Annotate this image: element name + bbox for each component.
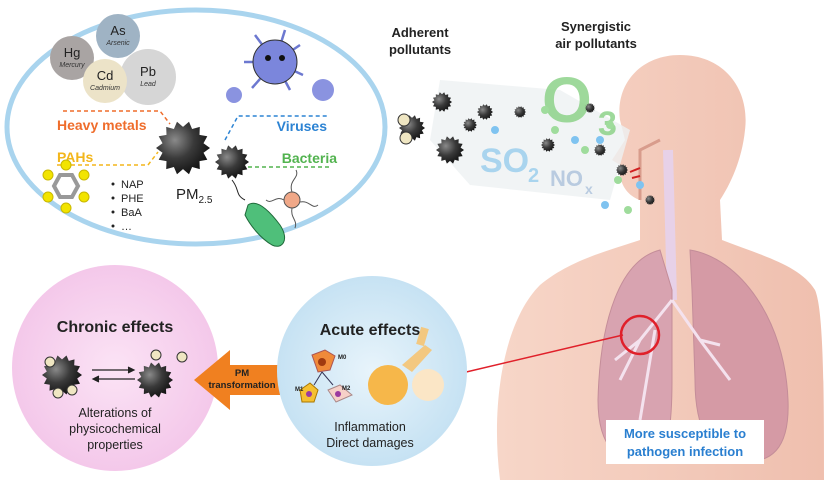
bacteria-label: Bacteria (282, 150, 337, 166)
bacteria-icon (231, 169, 319, 247)
alveoli-icon (368, 326, 444, 405)
chronic-desc-1: Alterations of (79, 406, 152, 420)
gas-molecule (614, 176, 622, 184)
gas-molecule (596, 136, 604, 144)
pm-transformation-arrow (194, 350, 280, 410)
gas-molecule (491, 126, 499, 134)
pahs-leader (57, 151, 159, 166)
heavy-metals-leader (63, 110, 171, 125)
gas-molecule (541, 106, 549, 114)
nox-label: NO (550, 166, 583, 191)
so2-label: SO (480, 142, 529, 180)
airborne-particle (645, 195, 655, 205)
info-box (606, 420, 764, 464)
pm-particle-small-icon (215, 145, 249, 179)
chronic-effects-circle (12, 265, 218, 471)
airborne-particle (477, 104, 493, 120)
pm-particle-small (215, 145, 249, 179)
metal-symbol: Pb (140, 64, 156, 79)
metal-symbol: Hg (64, 45, 81, 60)
o3-label: O (542, 64, 592, 136)
acute-effects-circle (277, 276, 467, 466)
gas-molecule (571, 136, 579, 144)
airborne-particle (436, 136, 464, 164)
airborne-particle (594, 144, 606, 156)
viruses-label: Viruses (277, 118, 328, 134)
chronic-title: Chronic effects (57, 319, 174, 336)
gas-molecule (606, 121, 614, 129)
gas-molecule (581, 146, 589, 154)
metal-name: Mercury (59, 62, 85, 69)
nox-subscript: x (585, 181, 593, 197)
airborne-particle (541, 138, 555, 152)
nose-mouth-icon (629, 167, 641, 179)
acute-title: Acute effects (320, 322, 421, 339)
m2-label: M2 (342, 386, 351, 392)
connector-line (461, 334, 624, 374)
susceptible-line-1: More susceptible to (624, 426, 746, 441)
viruses-leader (224, 115, 327, 141)
pah-molecule-icon (42, 159, 90, 214)
m1-label: M1 (295, 387, 304, 393)
macrophage-icons: M0 M1 M2 (295, 349, 353, 403)
pah-item: BaA (121, 207, 142, 219)
pm-label: PM2.5 (176, 186, 213, 206)
adherent-label-1: Adherent (391, 25, 449, 40)
transformation-label-1: PM (235, 368, 249, 379)
metal-name: Arsenic (105, 40, 130, 47)
transformation-label-2: transformation (208, 380, 275, 391)
airborne-particle (432, 92, 452, 112)
gas-molecule (636, 181, 644, 189)
susceptible-line-2: pathogen infection (627, 444, 743, 459)
pah-item: … (121, 221, 132, 233)
synergistic-label-2: air pollutants (555, 36, 637, 51)
gas-molecule (551, 126, 559, 134)
airborne-particle (463, 118, 477, 132)
bare-particle (137, 362, 173, 398)
airborne-particles (397, 92, 655, 214)
pm25-particle-icon (156, 121, 210, 175)
so2-subscript: 2 (528, 165, 539, 187)
virus-icon (226, 29, 334, 103)
airborne-particle (616, 164, 628, 176)
metal-name: Cadmium (90, 85, 120, 92)
synergistic-label-1: Synergistic (561, 19, 631, 34)
m0-label: M0 (338, 355, 347, 361)
equilibrium-arrows-icon (91, 366, 136, 383)
chronic-particles-icon (42, 349, 188, 399)
chronic-desc-3: properties (87, 438, 143, 452)
acute-desc-1: Inflammation (334, 420, 406, 434)
metal-symbol: As (110, 23, 126, 38)
acute-desc-2: Direct damages (326, 436, 414, 450)
highlight-circle (619, 314, 661, 356)
gas-molecule (601, 201, 609, 209)
pah-item: PHE (121, 193, 144, 205)
adherent-label-2: pollutants (389, 42, 451, 57)
airborne-particle (514, 106, 526, 118)
airborne-particle (585, 103, 595, 113)
heavy-metals-label: Heavy metals (57, 117, 147, 133)
pah-list: NAP PHE BaA … (111, 179, 144, 233)
trachea (663, 149, 677, 301)
pah-item: NAP (121, 179, 144, 191)
gas-molecule (624, 206, 632, 214)
metal-name: Lead (140, 81, 157, 88)
metal-symbol: Cd (97, 68, 114, 83)
chronic-desc-2: physicochemical (69, 422, 161, 436)
pm25-particle (156, 121, 210, 175)
